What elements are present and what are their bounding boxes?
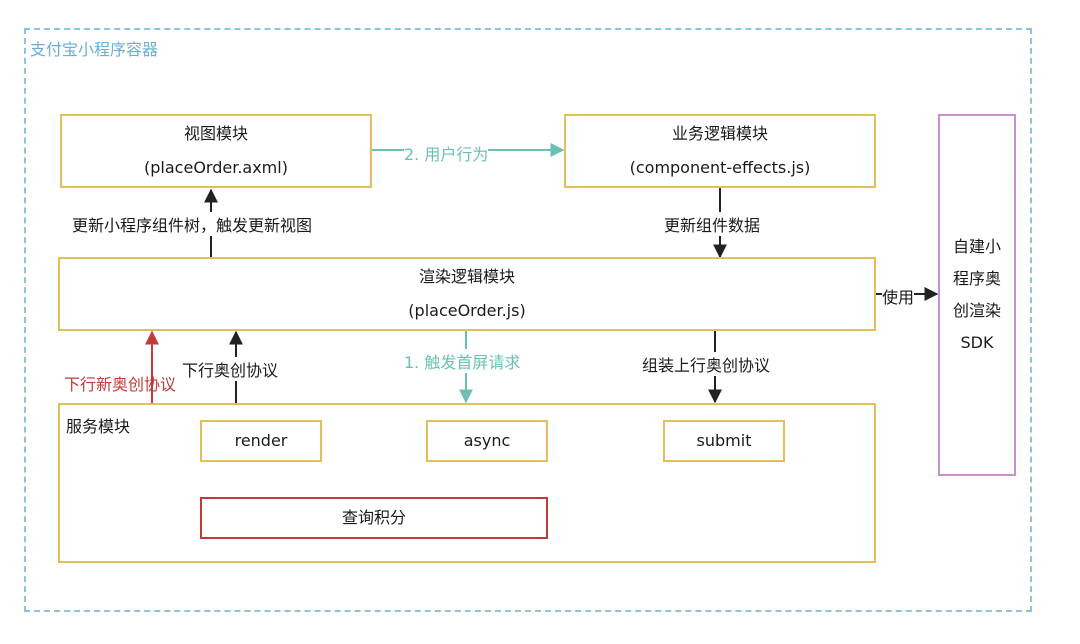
render-service-box: render [200, 420, 322, 462]
query-points-box: 查询积分 [200, 497, 548, 539]
sdk-line-3: 创渲染 [952, 301, 1001, 320]
render-module-box: 渲染逻辑模块 (placeOrder.js) [58, 257, 876, 331]
submit-service-label: submit [696, 431, 752, 450]
business-module-box: 业务逻辑模块 (component-effects.js) [564, 114, 876, 188]
update-data-label: 更新组件数据 [664, 212, 761, 236]
async-service-box: async [426, 420, 548, 462]
business-module-name: 业务逻辑模块 [671, 124, 768, 143]
render-service-label: render [234, 431, 288, 450]
async-service-label: async [463, 431, 511, 450]
downstream-label: 下行奥创协议 [182, 357, 279, 381]
view-module-name: 视图模块 [183, 124, 248, 143]
view-module-file: (placeOrder.axml) [144, 158, 288, 177]
upstream-label: 组装上行奥创协议 [642, 352, 771, 376]
sdk-line-2: 程序奥 [952, 269, 1001, 288]
sdk-line-4: SDK [960, 333, 994, 352]
update-view-label: 更新小程序组件树，触发更新视图 [72, 212, 313, 236]
submit-service-box: submit [663, 420, 785, 462]
business-module-file: (component-effects.js) [629, 158, 811, 177]
view-module-box: 视图模块 (placeOrder.axml) [60, 114, 372, 188]
sdk-line-1: 自建小 [952, 237, 1001, 256]
first-screen-label: 1. 触发首屏请求 [404, 349, 521, 373]
sdk-box: 自建小 程序奥 创渲染 SDK [938, 114, 1016, 476]
query-points-label: 查询积分 [341, 508, 406, 527]
miniprogram-container [24, 28, 1032, 612]
user-action-label: 2. 用户行为 [404, 141, 489, 165]
new-downstream-label: 下行新奥创协议 [64, 375, 177, 394]
render-module-file: (placeOrder.js) [408, 301, 526, 320]
container-title: 支付宝小程序容器 [30, 40, 159, 59]
use-label: 使用 [882, 284, 915, 308]
render-module-name: 渲染逻辑模块 [418, 267, 515, 286]
service-module-name: 服务模块 [66, 413, 131, 437]
